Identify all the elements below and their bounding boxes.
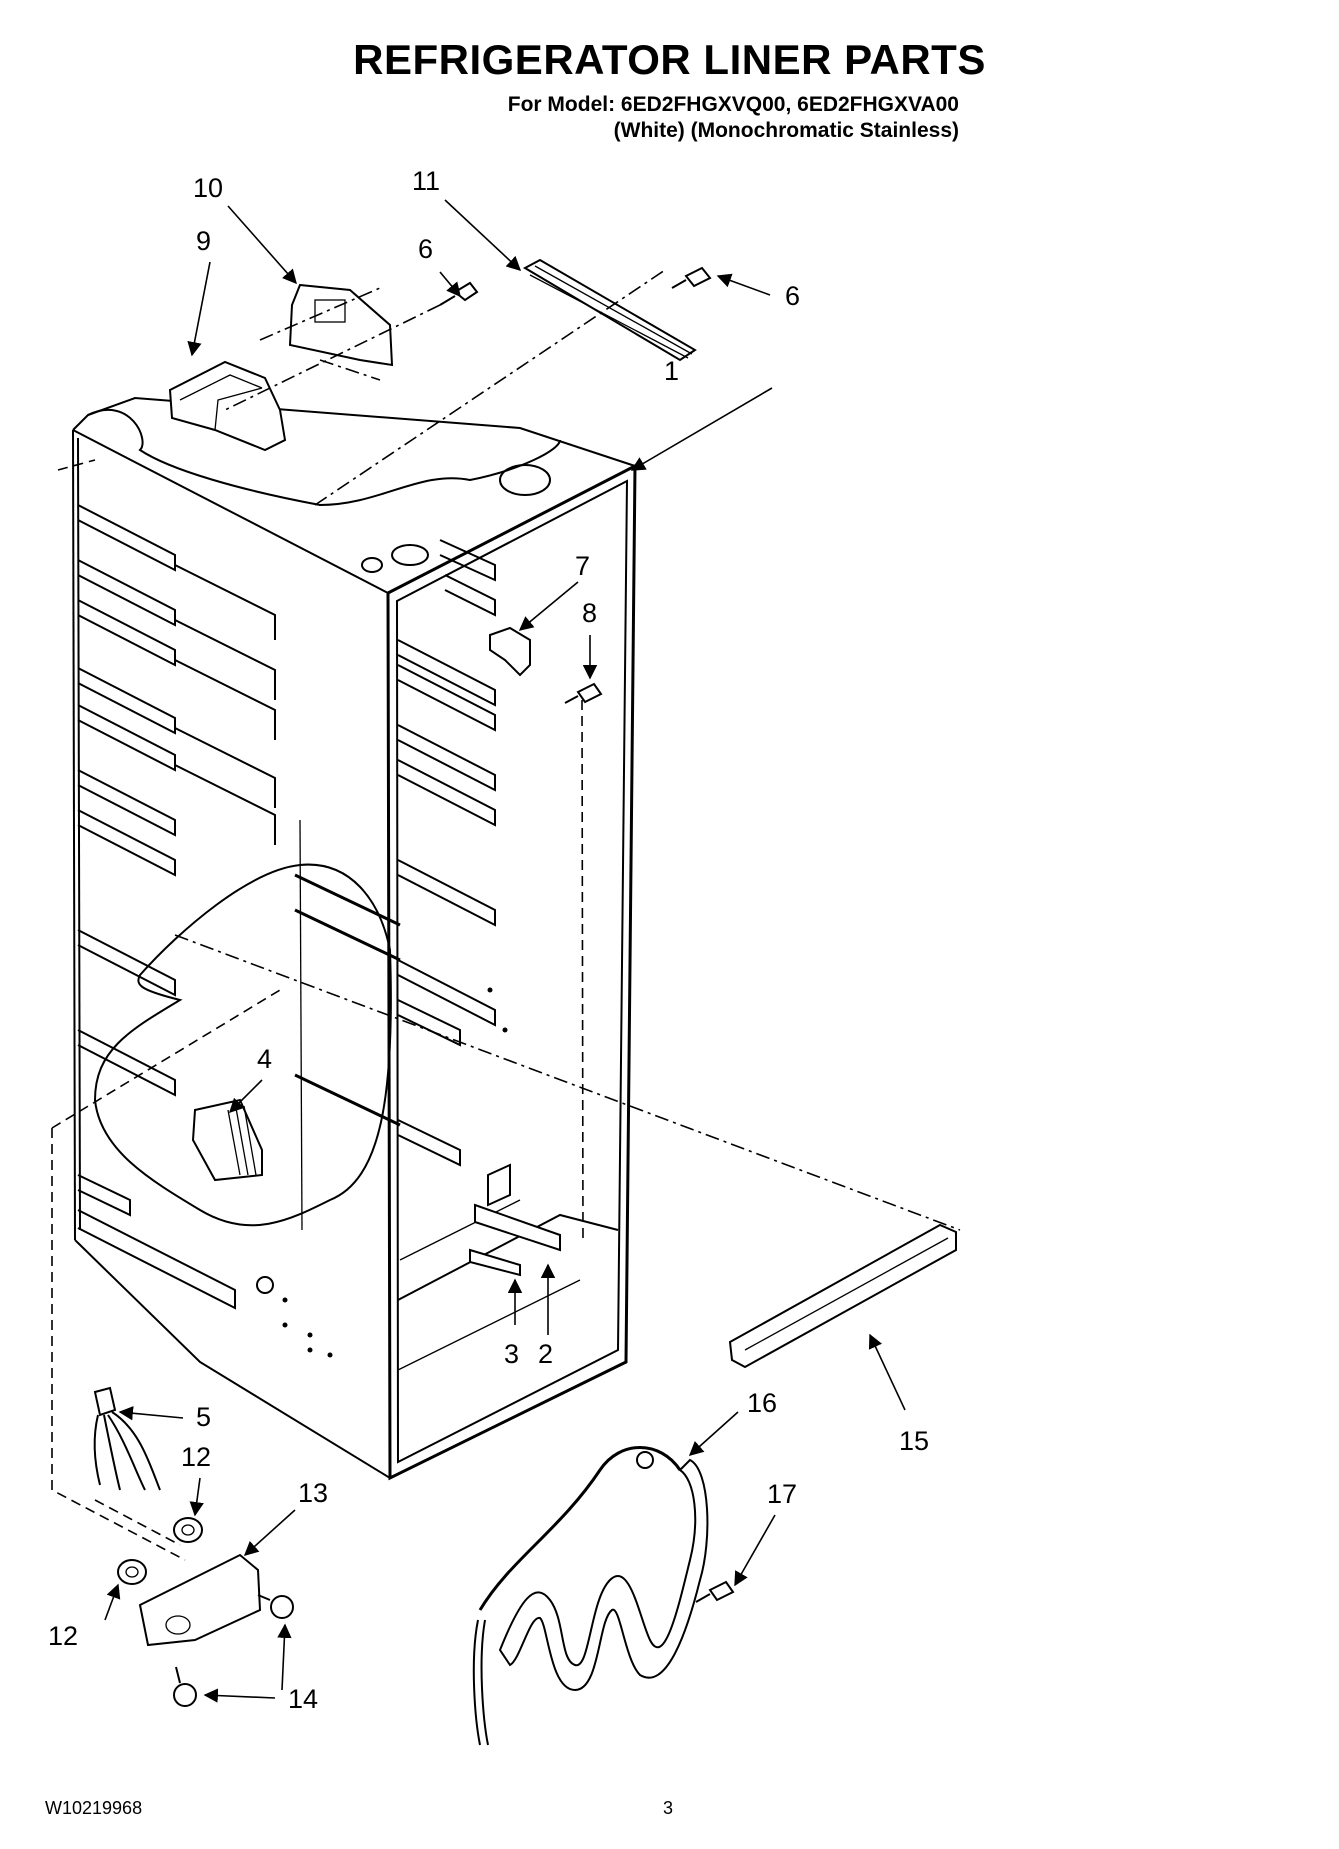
liner-part-1: [72, 396, 637, 1481]
callout-10: 10: [193, 173, 223, 203]
variant-line: (White) (Monochromatic Stainless): [613, 119, 959, 142]
assembly-lines: [51, 269, 961, 1561]
callout-17: 17: [767, 1479, 797, 1509]
part-15-channel: [728, 1223, 957, 1369]
callout-4: 4: [257, 1044, 272, 1074]
callout-16: 16: [747, 1388, 777, 1418]
left-shelf-rails: [77, 504, 276, 1310]
callout-3: 3: [504, 1339, 519, 1369]
model-subtitle: For Model: 6ED2FHGXVQ00, 6ED2FHGXVA00 (W…: [508, 92, 959, 144]
callout-12-upper: 12: [181, 1442, 211, 1472]
part-13-cover: [138, 1553, 262, 1647]
part-16-heater: [472, 1446, 709, 1746]
callout-13: 13: [298, 1478, 328, 1508]
callout-6-left: 6: [418, 234, 433, 264]
callout-12-lower: 12: [48, 1621, 78, 1651]
part-17-screw: [695, 1580, 735, 1603]
part-10-bracket: [288, 283, 394, 367]
part-8-screw: [564, 682, 603, 704]
callout-6-right: 6: [785, 281, 800, 311]
part-7-bracket: [489, 626, 531, 677]
document-number: W10219968: [45, 1798, 143, 1818]
callout-9: 9: [196, 226, 211, 256]
callout-14: 14: [288, 1684, 318, 1714]
part-4-vent: [191, 1098, 263, 1182]
right-shelf-rails: [397, 539, 496, 1167]
page-title: REFRIGERATOR LINER PARTS: [353, 36, 986, 83]
callout-7: 7: [575, 551, 590, 581]
callout-1: 1: [664, 356, 679, 386]
part-12-grommet-upper: [173, 1517, 203, 1543]
callout-2: 2: [538, 1339, 553, 1369]
part-11-strip: [522, 258, 697, 362]
part-9-housing: [168, 360, 287, 452]
callout-8: 8: [582, 598, 597, 628]
callout-5: 5: [196, 1402, 211, 1432]
part-12-grommet-lower: [117, 1559, 147, 1585]
leader-arrows: [104, 199, 906, 1703]
part-2-3-labels: [469, 1163, 561, 1277]
callout-11: 11: [412, 166, 440, 196]
callout-15: 15: [899, 1426, 929, 1456]
part-5-harness: [93, 1386, 161, 1491]
part-14-pin-right: [257, 1594, 294, 1619]
callout-labels: 1 2 3 4 5 6 6 7 8 9 10 11 12 12 13 14 15…: [48, 166, 929, 1714]
model-line: For Model: 6ED2FHGXVQ00, 6ED2FHGXVA00: [507, 93, 959, 116]
part-6-screw-right: [671, 266, 712, 289]
part-14-pin-bottom: [173, 1666, 197, 1707]
page-number: 3: [663, 1798, 674, 1818]
